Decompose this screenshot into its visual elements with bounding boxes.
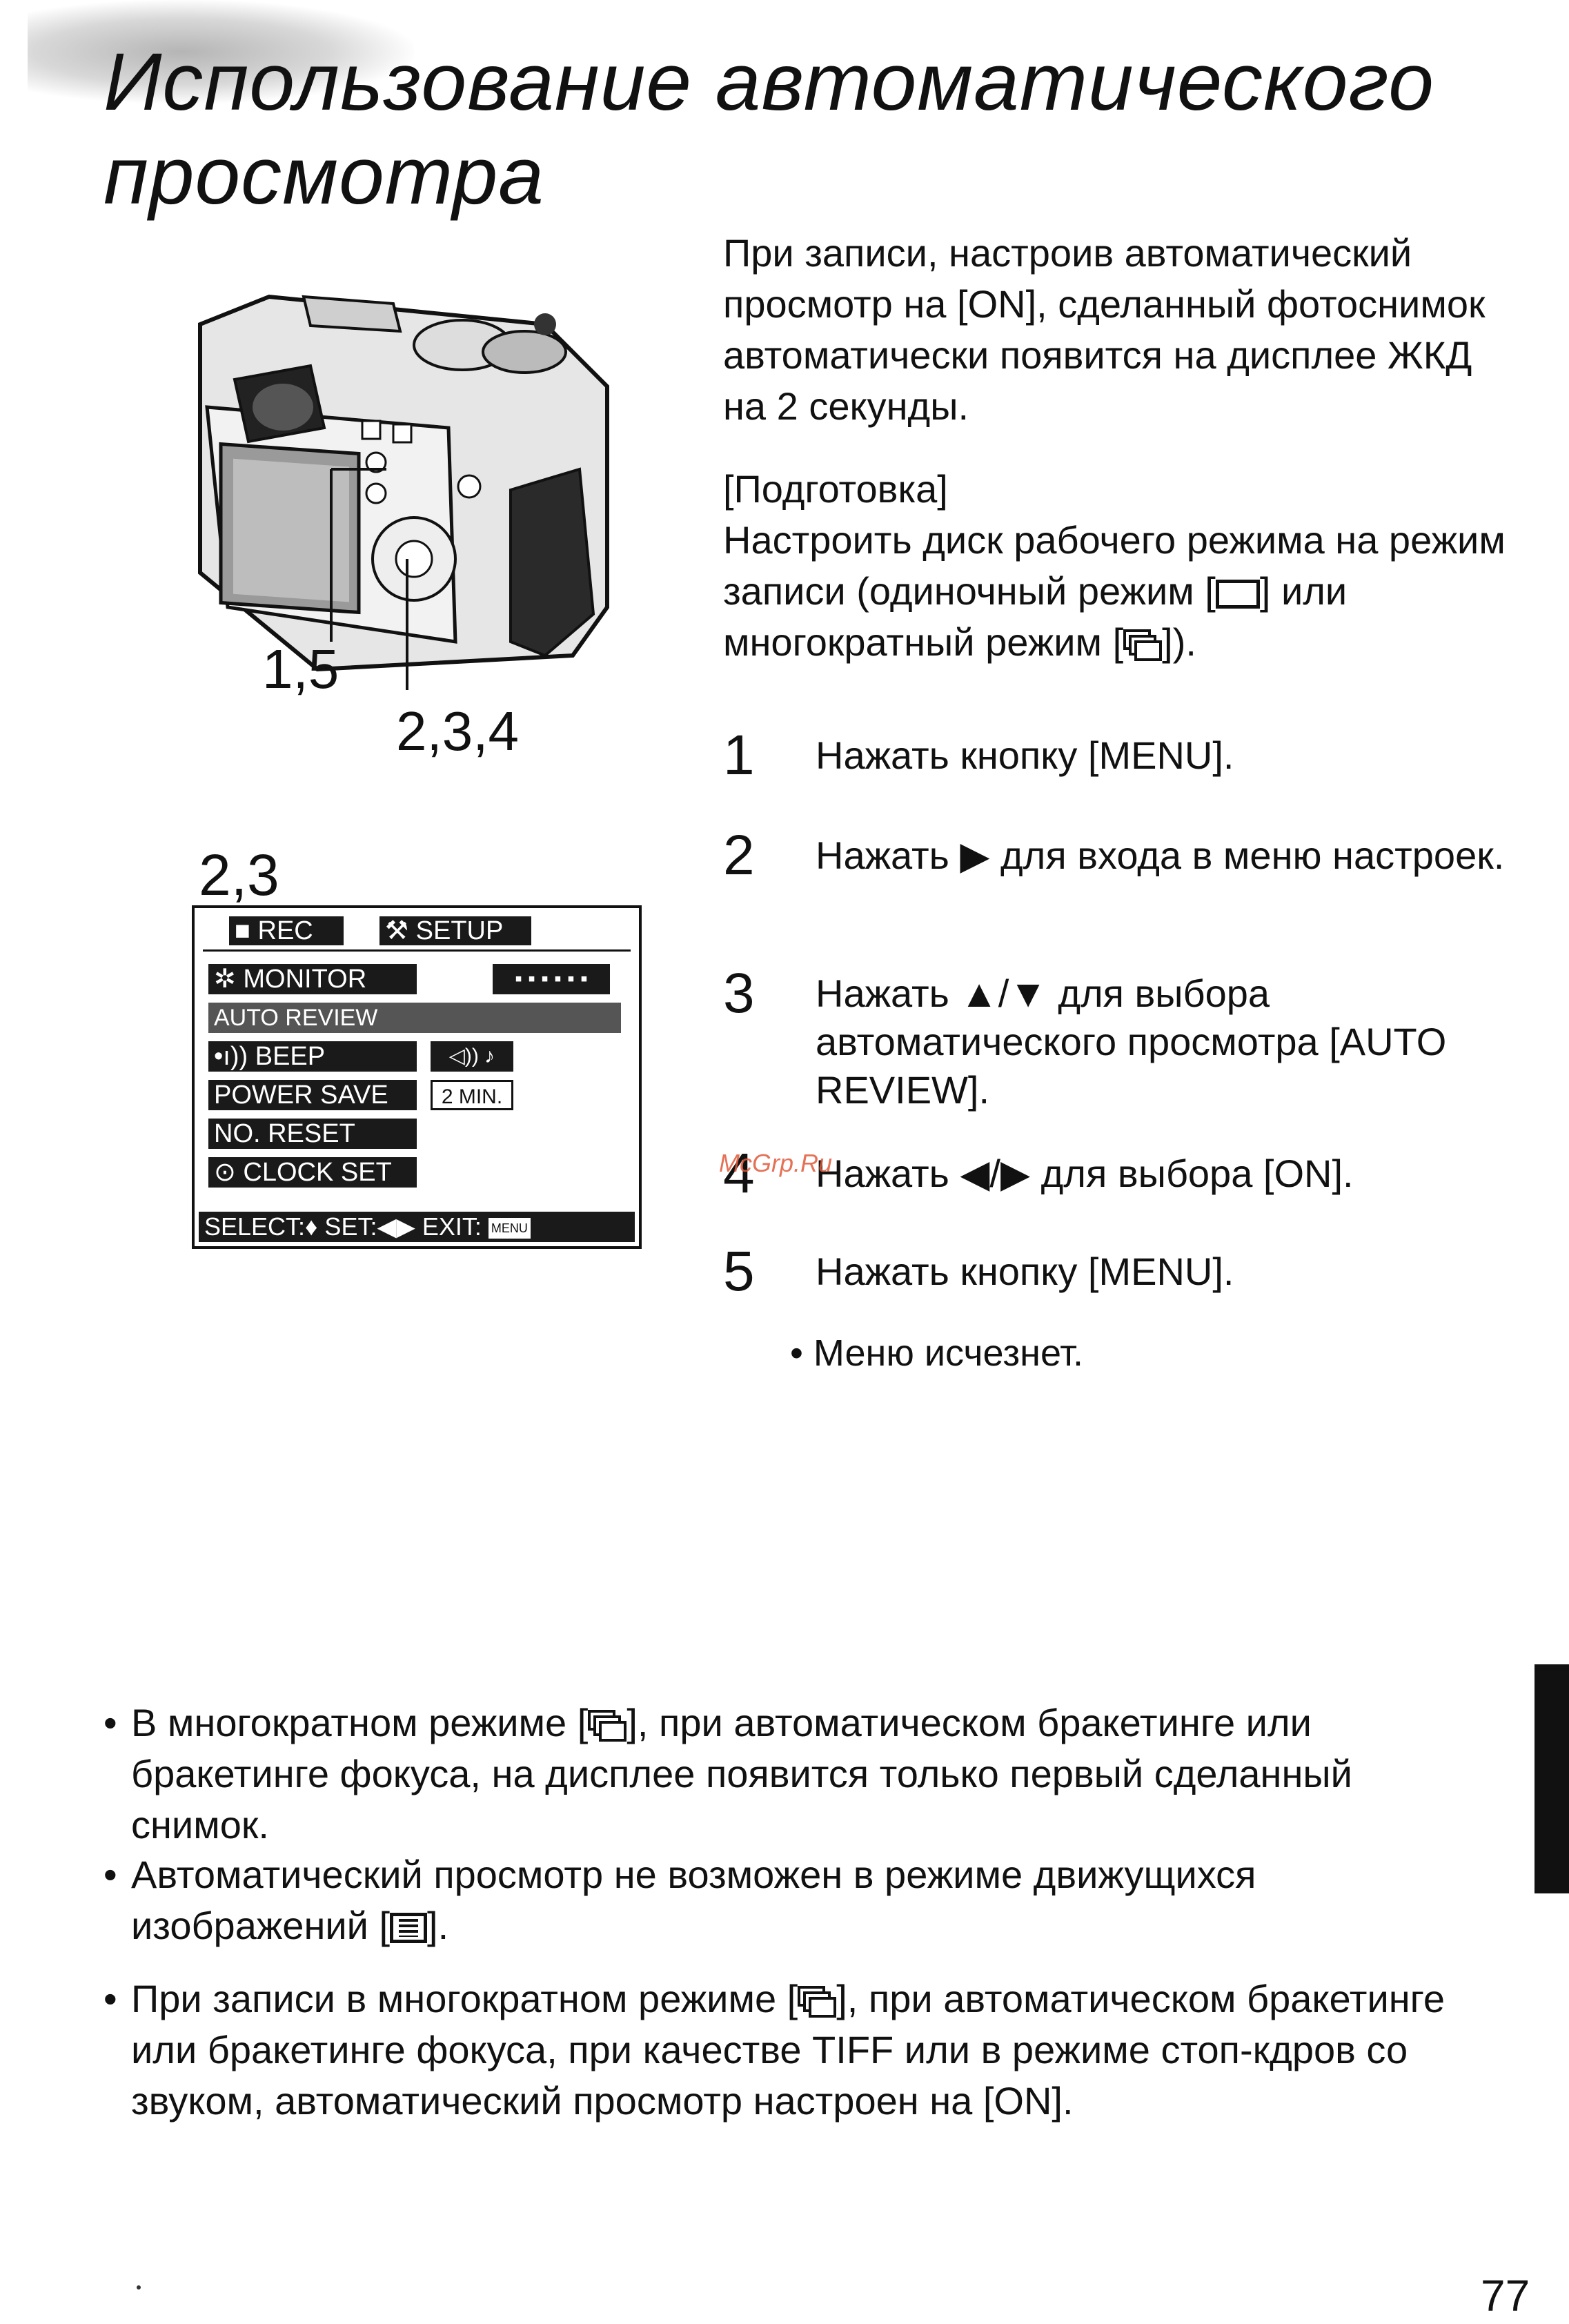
menu-footer: SELECT:♦ SET:◀▶ EXIT: MENU xyxy=(199,1212,635,1242)
step-number: 2 xyxy=(723,824,755,887)
preparation-heading: [Подготовка] xyxy=(723,467,948,511)
step-text: Нажать ▶ для входа в меню настроек. xyxy=(816,834,1505,877)
page-title-line2: просмотра xyxy=(103,130,544,221)
watermark: McGrp.Ru xyxy=(719,1149,833,1177)
camera-icon: ■ xyxy=(235,916,258,945)
menu-item-auto-review: AUTO REVIEW xyxy=(208,1003,621,1033)
single-mode-icon xyxy=(1215,580,1260,609)
monitor-level-bar: ▪ ▪ ▪ ▪ ▪ ▪ xyxy=(493,964,610,994)
setup-menu-screen: ■ REC ⚒ SETUP ✲ MONITOR ▪ ▪ ▪ ▪ ▪ ▪ AUTO… xyxy=(192,905,642,1249)
burst-mode-icon xyxy=(798,1986,837,2018)
step-text: Нажать ◀/▶ для выбора [ON]. xyxy=(816,1152,1354,1195)
callout-2-3-4: 2,3,4 xyxy=(396,700,519,762)
wrench-icon: ⚒ xyxy=(385,916,416,945)
page-number: 77 xyxy=(1481,2271,1530,2321)
menu-list: ✲ MONITOR ▪ ▪ ▪ ▪ ▪ ▪ AUTO REVIEW •ı)) B… xyxy=(203,949,631,1188)
step-text: Нажать ▲/▼ для выбора автоматического пр… xyxy=(816,972,1447,1112)
step5-bullet: • Меню исчезнет. xyxy=(790,1332,1083,1374)
step-number: 4 xyxy=(723,1142,755,1205)
step-number: 3 xyxy=(723,962,755,1025)
motion-picture-icon xyxy=(390,1913,428,1943)
step-number: 5 xyxy=(723,1240,755,1303)
menu-item-power-save: POWER SAVE xyxy=(208,1080,417,1110)
menu-item-beep: •ı)) BEEP xyxy=(208,1041,417,1072)
note-3: • При записи в многократном режиме [], п… xyxy=(103,1977,1445,2123)
note-2: • Автоматический просмотр не возможен в … xyxy=(103,1853,1256,1947)
preparation-text: Настроить диск рабочего режима на режим … xyxy=(723,518,1506,664)
step-text: Нажать кнопку [MENU]. xyxy=(816,733,1234,777)
intro-paragraph: При записи, настроив автоматический прос… xyxy=(723,231,1486,428)
callout-1-5: 1,5 xyxy=(262,638,339,700)
menu-item-monitor: ✲ MONITOR xyxy=(208,964,417,994)
title-highlight xyxy=(28,0,414,104)
burst-mode-icon xyxy=(588,1710,627,1742)
scan-dot xyxy=(137,2285,141,2289)
step-number: 1 xyxy=(723,724,755,787)
section-tab-marker xyxy=(1535,1664,1569,1893)
note-1: • В многократном режиме [], при автомати… xyxy=(103,1701,1352,1847)
tab-rec: ■ REC xyxy=(229,916,344,945)
beep-icons: ◁)) ♪ xyxy=(431,1041,513,1072)
page-title-line1: Использование автоматического xyxy=(103,37,1434,128)
menu-item-clock-set: ⊙ CLOCK SET xyxy=(208,1157,417,1188)
burst-mode-icon xyxy=(1123,629,1163,661)
menu-item-no-reset: NO. RESET xyxy=(208,1119,417,1149)
page-title: Использование автоматического просмотра xyxy=(103,36,1434,223)
menu-key-icon: MENU xyxy=(488,1218,531,1239)
step-text: Нажать кнопку [MENU]. xyxy=(816,1250,1234,1293)
camera-illustration xyxy=(198,294,609,690)
tab-setup: ⚒ SETUP xyxy=(379,916,531,945)
power-save-value: 2 MIN. xyxy=(431,1080,513,1110)
preparation-paragraph: [Подготовка] Настроить диск рабочего реж… xyxy=(723,464,1510,668)
menu-callout: 2,3 xyxy=(199,843,279,907)
